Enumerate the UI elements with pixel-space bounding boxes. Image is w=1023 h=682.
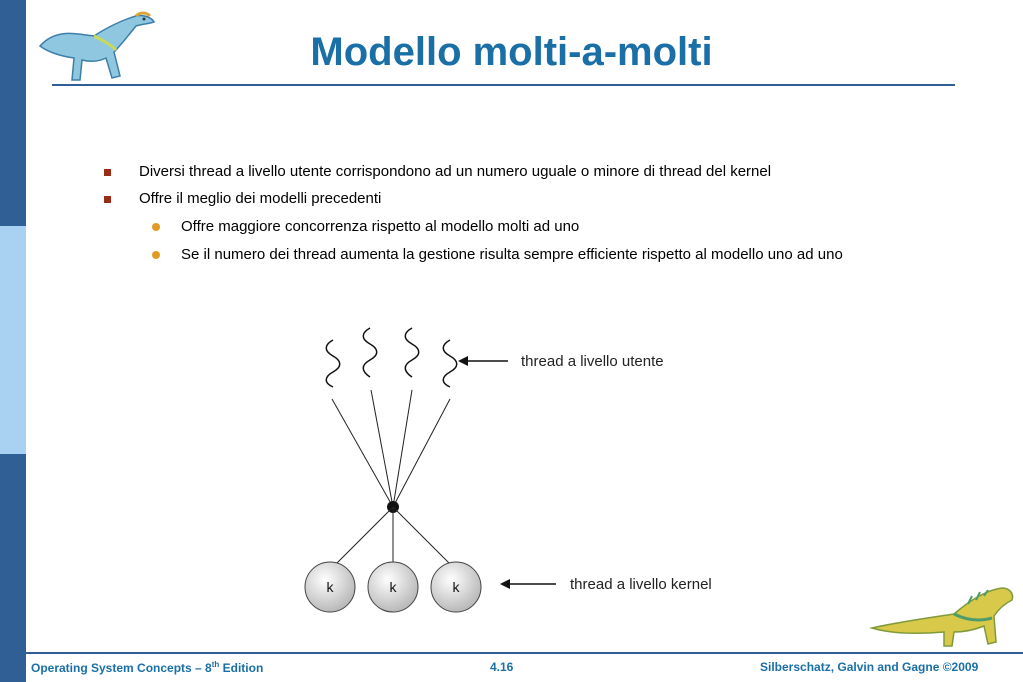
- sub-bullet-item: Se il numero dei thread aumenta la gesti…: [181, 246, 843, 263]
- user-thread-icon: [325, 339, 341, 388]
- footer-divider: [26, 652, 1023, 654]
- dinosaur-footer-icon: [869, 587, 1014, 647]
- many-to-many-diagram: k k k thread a livello utente thread a l…: [304, 327, 712, 613]
- user-thread-icon: [362, 327, 378, 378]
- title-divider: [52, 84, 955, 86]
- bullet-item: Diversi thread a livello utente corrispo…: [139, 163, 772, 180]
- footer-edition: Edition: [219, 661, 264, 675]
- kernel-thread-node: [367, 561, 419, 613]
- footer-superscript: th: [211, 660, 220, 669]
- user-thread-icon: [442, 339, 458, 388]
- kernel-threads-label: thread a livello kernel: [570, 576, 712, 593]
- bullet-square-icon: [104, 169, 111, 176]
- dinosaur-logo-icon: [38, 11, 156, 81]
- kernel-thread-node: [430, 561, 482, 613]
- slide-number: 4.16: [490, 660, 514, 674]
- bullet-item: Offre il meglio dei modelli precedenti: [139, 190, 382, 207]
- sidebar-segment-middle: [0, 226, 26, 454]
- sidebar-segment-bottom: [0, 454, 26, 682]
- sidebar-stripe: [0, 0, 26, 682]
- footer-right: Silberschatz, Galvin and Gagne ©2009: [760, 660, 979, 674]
- bullet-square-icon: [104, 196, 111, 203]
- kernel-thread-label: k: [453, 579, 461, 595]
- sidebar-segment-top: [0, 0, 26, 226]
- footer-left: Operating System Concepts – 8th Edition: [31, 660, 263, 675]
- user-thread-icon: [404, 327, 420, 378]
- bullet-dot-icon: [152, 251, 160, 259]
- sub-bullet-item: Offre maggiore concorrenza rispetto al m…: [181, 218, 580, 235]
- bullet-dot-icon: [152, 223, 160, 231]
- kernel-thread-label: k: [390, 579, 398, 595]
- kernel-thread-label: k: [327, 579, 335, 595]
- user-threads-label: thread a livello utente: [521, 353, 664, 370]
- page-title: Modello molti-a-molti: [310, 30, 713, 74]
- kernel-thread-node: [304, 561, 356, 613]
- footer-book-title: Operating System Concepts – 8: [31, 661, 212, 675]
